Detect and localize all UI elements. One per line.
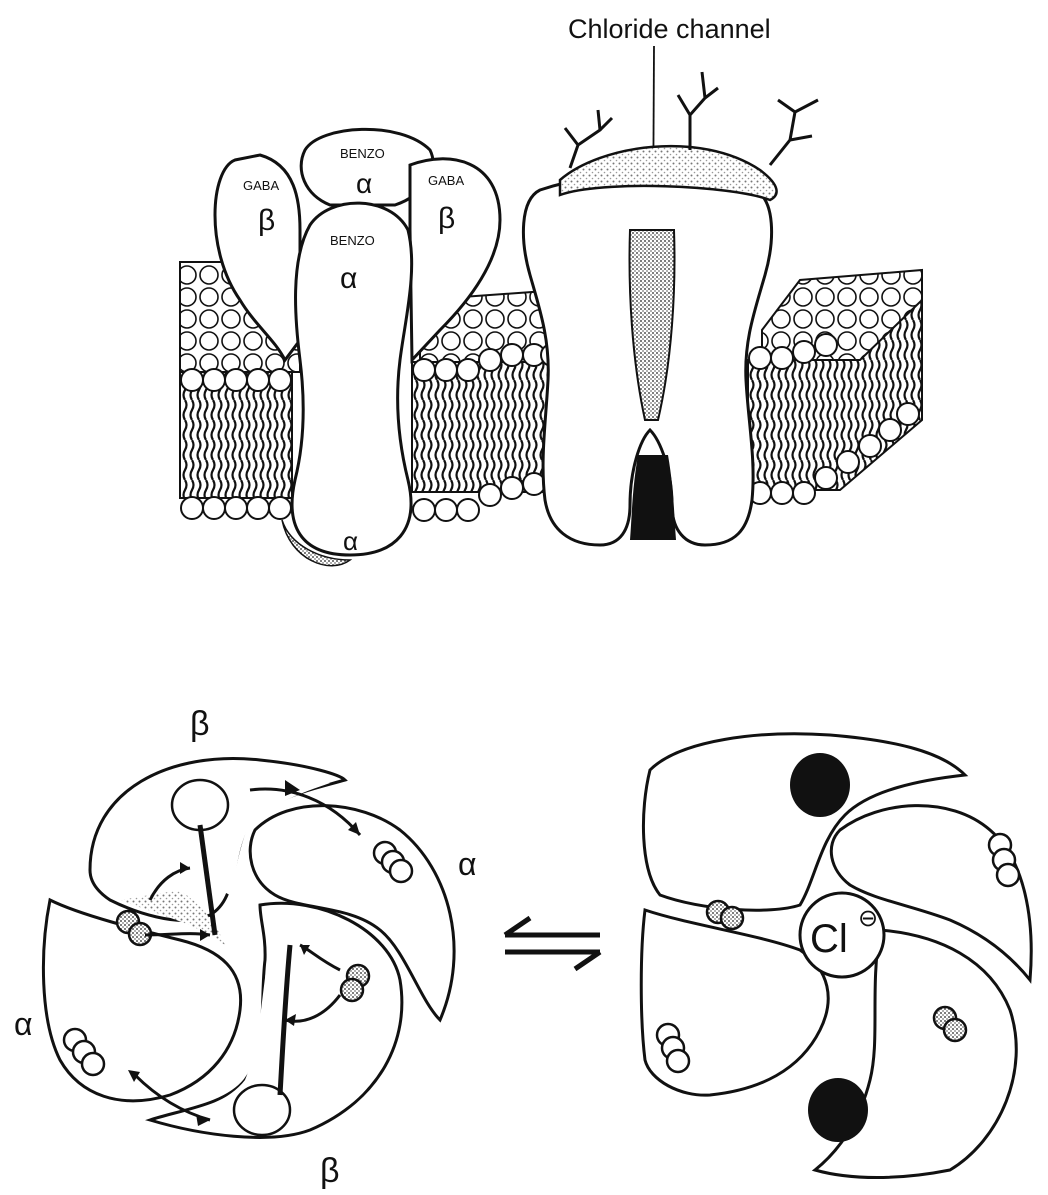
closed-label-right-alpha: α [458,846,477,882]
open-ion-label: Cl [810,917,848,961]
closed-top-beta-site [172,780,228,830]
chloride-channel-label: Chloride channel [568,14,771,44]
open-bottom-bound-site [808,1078,868,1142]
back-alpha-site-label: BENZO [340,146,385,161]
open-top-bound-site [790,753,850,817]
front-alpha-symbol: α [340,262,357,295]
right-beta-site-label: GABA [428,173,464,188]
bottom-alpha-symbol: α [343,526,358,556]
open-ion-charge: ⊖ [858,905,878,932]
right-beta-symbol: β [438,202,455,235]
membrane-right [748,270,922,504]
left-beta-site-label: GABA [243,178,279,193]
open-state-diagram: Cl ⊖ [641,734,1031,1178]
closed-label-left-alpha: α [14,1006,33,1042]
closed-state-diagram: β α α β [14,705,477,1190]
equilibrium-arrows [505,918,600,969]
closed-label-top-beta: β [190,705,210,743]
channel-pore-lower [630,455,676,540]
closed-label-bottom-beta: β [320,1152,340,1190]
left-beta-symbol: β [258,204,275,237]
back-alpha-symbol: α [356,168,372,199]
top-diagram: Chloride channel [180,14,922,566]
front-alpha-site-label: BENZO [330,233,375,248]
front-alpha-subunit [292,203,412,555]
